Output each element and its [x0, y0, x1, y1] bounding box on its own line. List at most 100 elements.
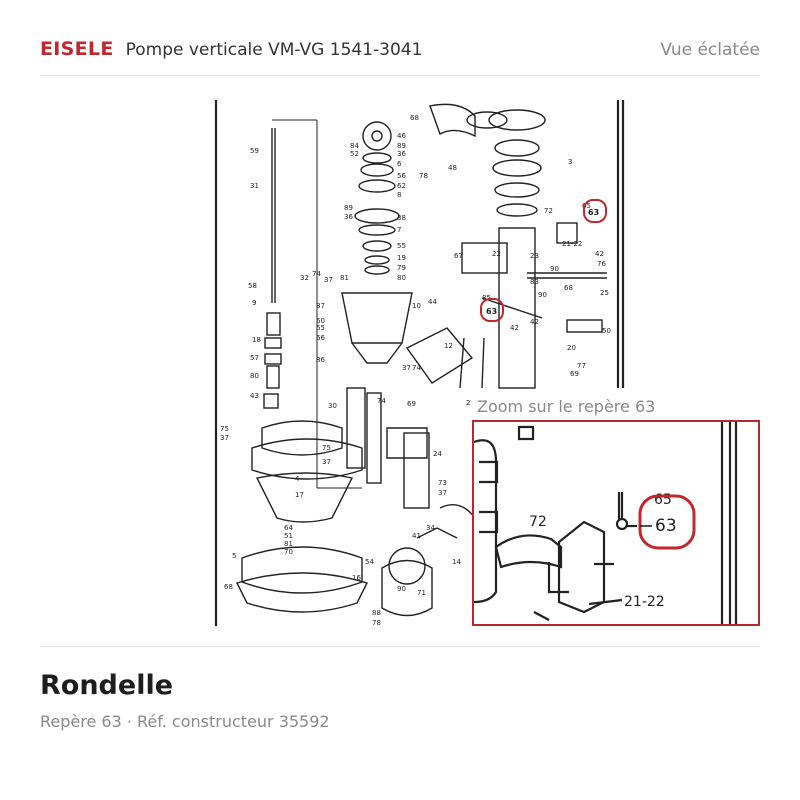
- svg-text:85: 85: [482, 294, 491, 302]
- svg-text:9: 9: [252, 299, 256, 307]
- header-divider: [40, 75, 760, 76]
- svg-text:58: 58: [248, 282, 257, 290]
- svg-text:55: 55: [397, 242, 406, 250]
- details-divider: [40, 646, 760, 647]
- svg-text:43: 43: [250, 392, 259, 400]
- svg-text:7: 7: [397, 226, 401, 234]
- svg-text:59: 59: [250, 147, 259, 155]
- svg-text:37: 37: [220, 434, 229, 442]
- svg-text:79: 79: [397, 264, 406, 272]
- svg-text:8: 8: [397, 191, 401, 199]
- svg-text:76: 76: [597, 260, 606, 268]
- svg-text:5: 5: [232, 552, 236, 560]
- part-name: Rondelle: [40, 670, 174, 701]
- svg-text:14: 14: [452, 558, 461, 566]
- svg-text:86: 86: [316, 356, 325, 364]
- svg-text:81: 81: [284, 540, 293, 548]
- svg-text:64: 64: [284, 524, 293, 532]
- svg-text:89: 89: [397, 142, 406, 150]
- zoom-drawing: 72 21-22 65 63: [474, 422, 738, 624]
- svg-text:69: 69: [570, 370, 579, 378]
- svg-text:56: 56: [397, 172, 406, 180]
- zoom-callout-63: 63: [655, 516, 677, 536]
- svg-text:74: 74: [377, 397, 386, 405]
- svg-text:83: 83: [530, 278, 539, 286]
- svg-text:63: 63: [588, 208, 599, 217]
- svg-text:68: 68: [224, 583, 233, 591]
- header: EISELE Pompe verticale VM-VG 1541-3041 V…: [40, 38, 760, 70]
- manufacturer-reference: Réf. constructeur 35592: [137, 712, 330, 731]
- svg-text:75: 75: [220, 425, 229, 433]
- svg-text:36: 36: [397, 150, 406, 158]
- svg-text:37: 37: [402, 364, 411, 372]
- svg-text:16: 16: [352, 574, 361, 582]
- zoom-callout-65: 65: [654, 492, 672, 508]
- zoom-panel[interactable]: 72 21-22 65 63: [472, 420, 760, 626]
- svg-text:4: 4: [295, 475, 300, 483]
- svg-text:37: 37: [438, 489, 447, 497]
- highlight-ring: [638, 494, 696, 550]
- zoom-callout-72: 72: [529, 514, 547, 530]
- svg-text:67: 67: [454, 252, 463, 260]
- svg-text:10: 10: [412, 302, 421, 310]
- svg-text:21-22: 21-22: [562, 240, 582, 248]
- svg-text:52: 52: [350, 150, 359, 158]
- model-title: Pompe verticale VM-VG 1541-3041: [125, 40, 423, 60]
- svg-text:62: 62: [397, 182, 406, 190]
- svg-text:60: 60: [316, 317, 325, 325]
- svg-text:38: 38: [397, 214, 406, 222]
- zoom-callout-21-22: 21-22: [624, 594, 665, 610]
- svg-text:32: 32: [300, 274, 309, 282]
- svg-text:24: 24: [433, 450, 442, 458]
- svg-text:18: 18: [252, 336, 261, 344]
- svg-text:74: 74: [312, 270, 321, 278]
- svg-text:2: 2: [466, 399, 470, 407]
- svg-text:71: 71: [417, 589, 426, 597]
- svg-text:46: 46: [397, 132, 406, 140]
- svg-text:77: 77: [577, 362, 586, 370]
- svg-text:23: 23: [530, 252, 539, 260]
- repere-number: Repère 63: [40, 712, 122, 731]
- svg-text:50: 50: [602, 327, 611, 335]
- svg-text:72: 72: [544, 207, 553, 215]
- svg-text:90: 90: [538, 291, 547, 299]
- svg-text:69: 69: [407, 400, 416, 408]
- svg-text:22: 22: [492, 250, 501, 258]
- svg-text:78: 78: [372, 619, 381, 627]
- svg-text:42: 42: [530, 318, 539, 326]
- svg-text:54: 54: [365, 558, 374, 566]
- svg-text:34: 34: [426, 524, 435, 532]
- svg-text:87: 87: [316, 302, 325, 310]
- exploded-view-link[interactable]: Vue éclatée: [660, 40, 760, 60]
- svg-text:48: 48: [448, 164, 457, 172]
- svg-text:25: 25: [600, 289, 609, 297]
- svg-text:42: 42: [595, 250, 604, 258]
- svg-text:80: 80: [397, 274, 406, 282]
- svg-text:12: 12: [444, 342, 453, 350]
- svg-text:80: 80: [250, 372, 259, 380]
- svg-text:84: 84: [350, 142, 359, 150]
- svg-text:63: 63: [486, 307, 497, 316]
- svg-text:37: 37: [322, 458, 331, 466]
- svg-text:31: 31: [250, 182, 259, 190]
- svg-text:3: 3: [568, 158, 572, 166]
- svg-text:30: 30: [328, 402, 337, 410]
- svg-text:90: 90: [397, 585, 406, 593]
- svg-text:42: 42: [510, 324, 519, 332]
- svg-text:90: 90: [550, 265, 559, 273]
- svg-text:6: 6: [397, 160, 402, 168]
- svg-text:20: 20: [567, 344, 576, 352]
- svg-text:81: 81: [340, 274, 349, 282]
- svg-text:41: 41: [412, 532, 421, 540]
- svg-text:68: 68: [410, 114, 419, 122]
- brand-logo[interactable]: EISELE: [40, 38, 114, 60]
- svg-text:73: 73: [438, 479, 447, 487]
- svg-text:36: 36: [344, 213, 353, 221]
- svg-text:37: 37: [324, 276, 333, 284]
- svg-text:51: 51: [284, 532, 293, 540]
- svg-text:57: 57: [250, 354, 259, 362]
- zoom-label: Zoom sur le repère 63: [475, 397, 658, 416]
- svg-text:88: 88: [372, 609, 381, 617]
